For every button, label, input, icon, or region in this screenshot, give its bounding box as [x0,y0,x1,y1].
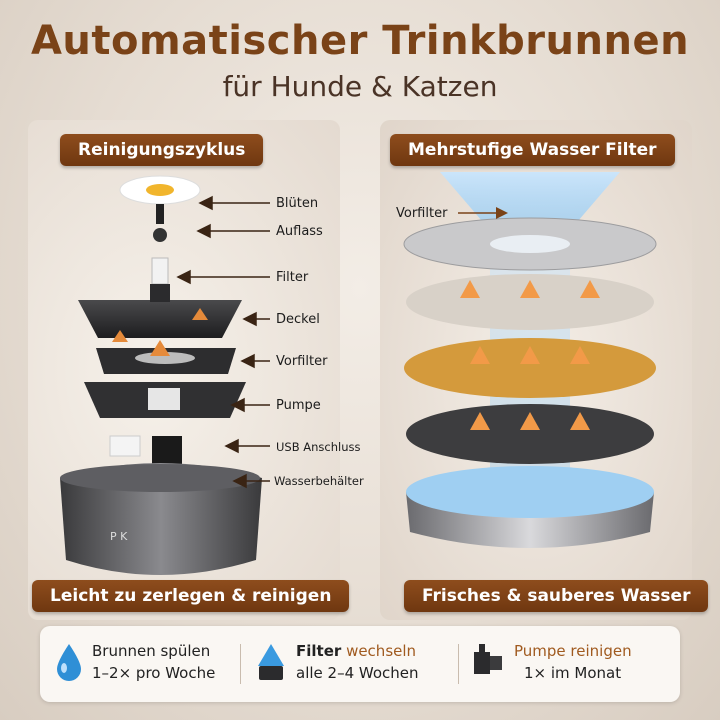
logo-text: P K [110,530,128,543]
fountain-exploded-diagram [60,175,262,575]
flower-icon [119,175,201,205]
pump-icon [474,644,502,674]
part-label-filter: Filter [276,270,309,285]
part-label-blueten: Blüten [276,196,319,211]
part-label-wasserbehaelter: Wasserbehälter [274,474,364,488]
part-label-deckel: Deckel [276,312,320,327]
feature-pump-frequency: 1× im Monat [524,664,622,682]
part-label-usb: USB Anschluss [276,440,361,454]
carbon-layer-dark [406,404,654,464]
feature-filter-frequency: alle 2–4 Wochen [296,664,419,682]
feature-filter: Filter wechseln alle 2–4 Wochen [254,626,454,702]
part-label-vorfilter: Vorfilter [276,354,328,369]
feature-pump: Pumpe reinigen 1× im Monat [468,626,678,702]
divider [458,644,459,684]
feature-filter-title-b: wechseln [346,642,417,660]
part-label-auflass: Auflass [276,224,323,239]
cleaning-cycle-title: Reinigungszyklus [60,134,264,166]
filter-icon [258,644,284,680]
divider [240,644,241,684]
easy-clean-caption: Leicht zu zerlegen & reinigen [32,580,350,612]
maintenance-bar: Brunnen spülen 1–2× pro Woche Filter wec… [40,626,680,702]
filter-stages-title: Mehrstufige Wasser Filter [390,134,675,166]
fresh-water-caption: Frisches & sauberes Wasser [404,580,709,612]
granule-layer-orange [404,338,656,398]
page-subtitle: für Hunde & Katzen [222,70,498,103]
feature-pump-title: Pumpe reinigen [514,642,632,660]
feature-rinse: Brunnen spülen 1–2× pro Woche [50,626,250,702]
feature-filter-title-a: Filter [296,642,342,660]
filter-layers-diagram [403,172,657,548]
part-label-pumpe: Pumpe [276,398,321,413]
page-title: Automatischer Trinkbrunnen [30,18,690,64]
water-drop-icon [57,644,81,681]
feature-rinse-frequency: 1–2× pro Woche [92,664,216,682]
prefilter-label: Vorfilter [396,206,448,221]
feature-rinse-title: Brunnen spülen [92,642,211,660]
